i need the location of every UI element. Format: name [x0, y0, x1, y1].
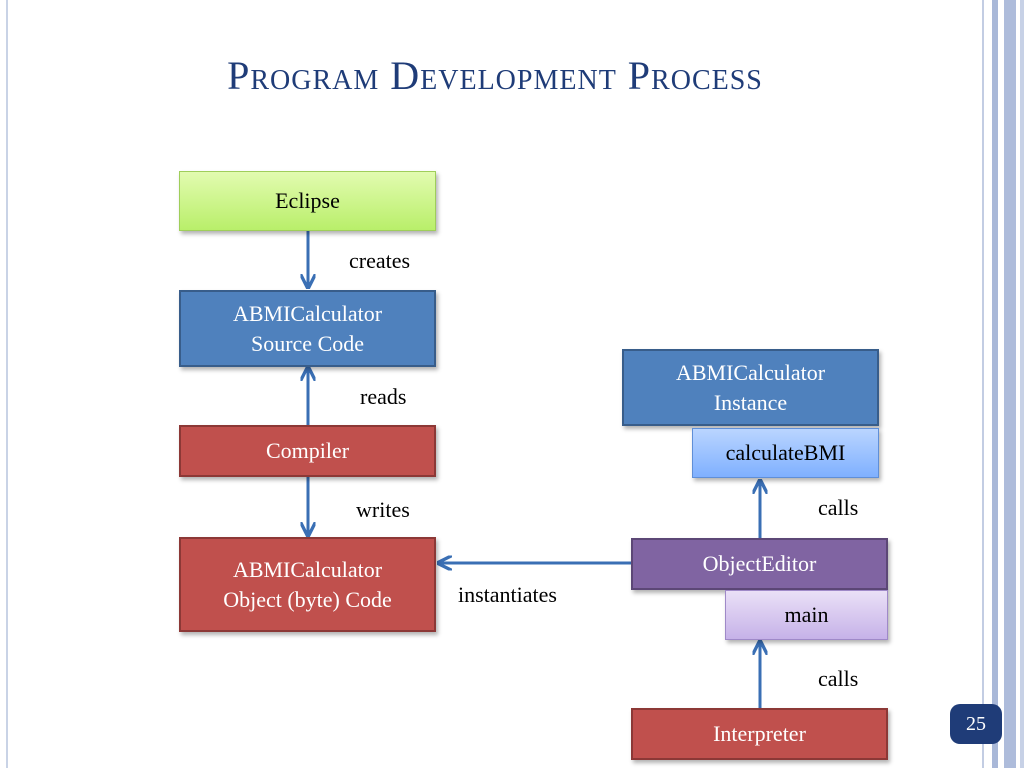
creates-label: creates [349, 248, 411, 273]
object-code-box: ABMICalculator Object (byte) Code [179, 537, 436, 632]
instantiates-label: instantiates [458, 582, 557, 607]
calls-label-top: calls [818, 495, 859, 520]
reads-label: reads [360, 384, 407, 409]
main-box: main [725, 590, 888, 640]
compiler-box: Compiler [179, 425, 436, 477]
interpreter-box: Interpreter [631, 708, 888, 760]
right-frame-decoration [976, 0, 1024, 768]
page-number-badge: 25 [950, 704, 1002, 744]
eclipse-box: Eclipse [179, 171, 436, 231]
object-editor-box: ObjectEditor [631, 538, 888, 590]
source-code-box: ABMICalculator Source Code [179, 290, 436, 367]
left-frame-decoration [0, 0, 14, 768]
instance-box: ABMICalculator Instance [622, 349, 879, 426]
calls-label-bottom: calls [818, 666, 859, 691]
slide-title: Program Development Process [227, 53, 763, 98]
calculate-bmi-box: calculateBMI [692, 428, 879, 478]
writes-label: writes [356, 497, 410, 522]
